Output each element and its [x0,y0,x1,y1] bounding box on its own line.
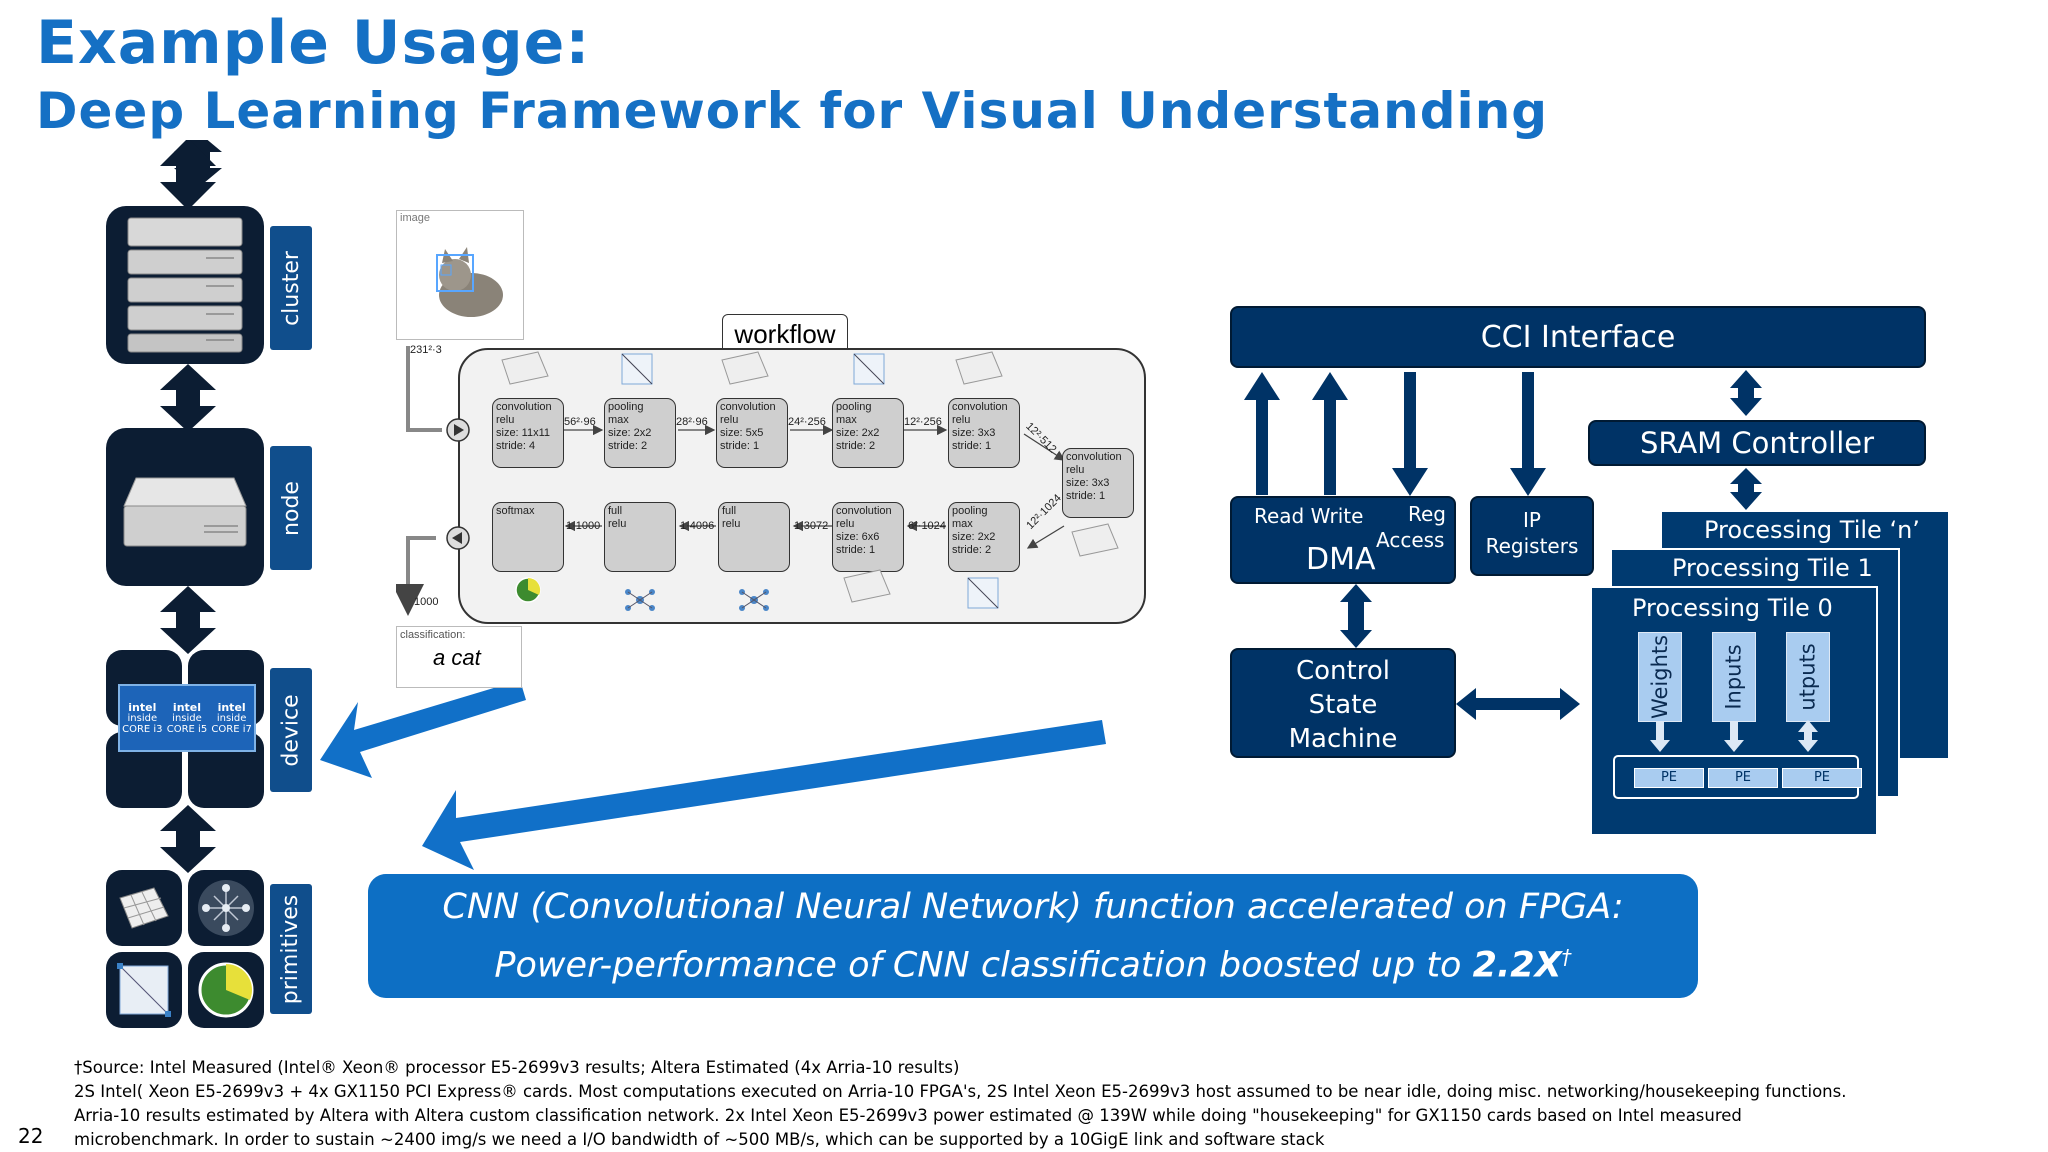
workflow-connectors [396,346,1066,616]
pie-chart-icon [198,962,254,1018]
ip-registers: IP Registers [1470,496,1594,576]
dma-block: Read Write Reg Access DMA [1230,496,1456,584]
node-label: node [270,446,312,570]
workflow-diagram: image 231²·3 workflow [396,208,1156,692]
pe-arrows [1613,720,1859,799]
page-number: 22 [18,1124,44,1148]
cluster-label: cluster [270,226,312,350]
cat-image-icon [436,247,503,317]
pe-cell: PE [1708,768,1778,788]
conv-grid-icon [501,351,1119,603]
cluster-tile [106,206,264,364]
primitives-tile [106,870,264,1028]
weights-buffer: Weights [1638,632,1682,722]
footnote: †Source: Intel Measured (Intel® Xeon® pr… [74,1058,1847,1149]
network-icon [198,880,254,936]
fpga-diagram: CCI Interface SRAM Controller Read Write… [1230,300,1960,840]
result-banner: CNN (Convolutional Neural Network) funct… [368,874,1698,998]
device-label: device [270,668,312,792]
slide-subtitle: Deep Learning Framework for Visual Under… [36,82,1549,140]
workflow-container [458,348,1146,624]
layer-glyphs [501,351,1119,611]
hierarchy-column: cluster node intel inside CORE i3 intel … [100,140,330,1040]
outputs-buffer: utputs [1786,632,1830,722]
node-tile [106,428,264,586]
server-rack-icon [127,217,243,353]
fpga-arrows [1244,370,1762,720]
inputs-buffer: Inputs [1712,632,1756,722]
cci-interface: CCI Interface [1230,306,1926,368]
input-image-panel: image [396,210,524,340]
device-tile: intel inside CORE i3 intel inside CORE i… [106,650,264,808]
pe-cell: PE [1782,768,1862,788]
classification-panel: classification: a cat [396,626,522,688]
workflow-title: workflow [722,314,848,354]
layer-softmax: softmax [492,502,564,572]
slide-title: Example Usage: [36,8,591,78]
pooling-icon [117,963,171,1017]
grid-icon [119,887,169,929]
server-icon [123,477,247,547]
processing-tile-0: Processing Tile 0 Weights Inputs utputs … [1590,586,1878,836]
primitives-label: primitives [270,884,312,1014]
intel-chips-icon: intel inside CORE i3 intel inside CORE i… [118,684,256,752]
double-arrows-icon [160,140,216,873]
sram-controller: SRAM Controller [1588,420,1926,466]
pe-cell: PE [1634,768,1704,788]
